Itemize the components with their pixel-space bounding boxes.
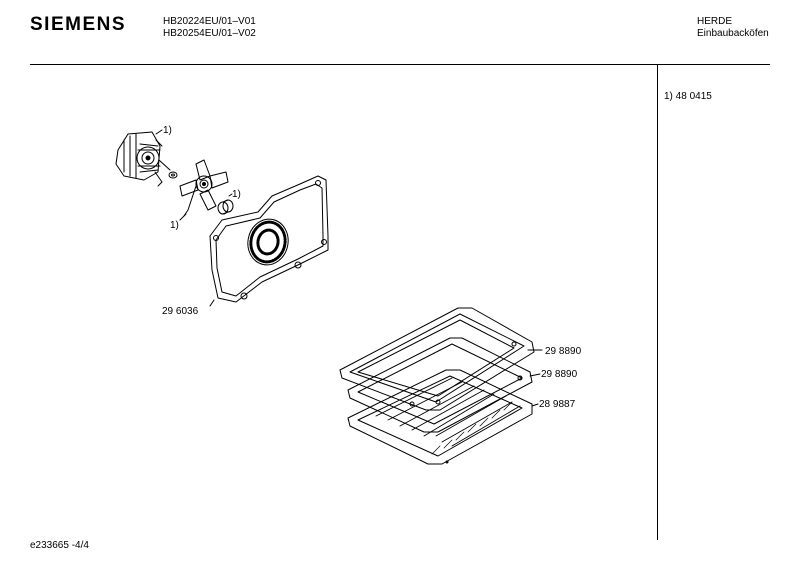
model-line-2: HB20254EU/01–V02 (163, 28, 256, 39)
label-tray-lower: 29 8890 (541, 369, 578, 380)
grid-shelf (347, 369, 533, 465)
leader-grid-shelf (531, 403, 539, 407)
baking-tray-upper (339, 307, 535, 411)
fan-motor (115, 131, 171, 187)
brand-logo: SIEMENS (30, 14, 127, 35)
leader-back-panel (209, 299, 215, 307)
label-fan-motor-ref: 1) (163, 125, 172, 136)
sidebar-divider (657, 65, 658, 540)
nut (217, 199, 234, 215)
fan-wheel (179, 159, 229, 217)
label-grid-shelf: 28 9887 (539, 399, 576, 410)
manufacturer-name: HERDE (697, 16, 733, 27)
product-category: Einbaubacköfen (697, 28, 769, 39)
label-fan-wheel-ref: 1) (170, 220, 179, 231)
washer (168, 171, 178, 179)
leader-tray-lower (529, 373, 541, 377)
label-tray-upper: 29 8890 (545, 346, 582, 357)
model-line-1: HB20224EU/01–V01 (163, 16, 256, 27)
model-numbers: HB20224EU/01–V01 HB20254EU/01–V02 (163, 16, 256, 40)
header-divider (30, 64, 770, 65)
baking-tray-lower (347, 337, 533, 433)
back-panel (209, 175, 329, 303)
label-nut-ref: 1) (232, 189, 241, 200)
leader-fan-motor (155, 129, 163, 135)
leader-fan-wheel (179, 213, 187, 221)
document-id: e233665 -4/4 (30, 540, 89, 551)
manufacturer-block: HERDE Einbaubacköfen (697, 16, 769, 40)
footnote-reference: 1) 48 0415 (664, 91, 712, 102)
leader-nut (228, 193, 233, 197)
label-back-panel: 29 6036 (162, 306, 199, 317)
